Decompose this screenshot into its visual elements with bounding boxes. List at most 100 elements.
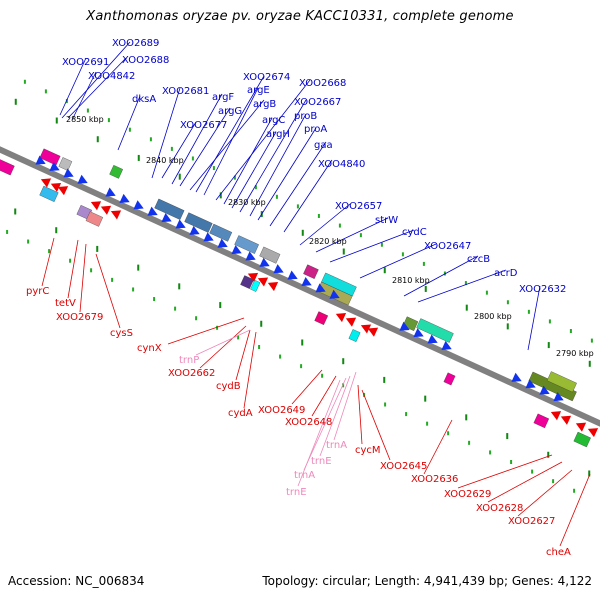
label-leader (315, 217, 389, 253)
tick-dot (237, 335, 240, 340)
tick-dot (321, 373, 324, 378)
label-leader (189, 99, 265, 191)
forward-arrow (413, 328, 424, 338)
reverse-arrow (587, 428, 599, 438)
label-leader (311, 375, 337, 417)
gene-feature (250, 279, 261, 292)
tick-dot (359, 233, 362, 238)
label-leader (423, 419, 453, 475)
gene-label: acrD (494, 268, 518, 279)
reverse-arrow (360, 324, 372, 334)
label-leader (41, 237, 55, 287)
tick-dot (233, 175, 236, 180)
gene-label: XOO4840 (318, 159, 365, 170)
tick-label: 2850 kbp (66, 115, 104, 124)
major-tick (424, 285, 427, 292)
major-tick (96, 136, 99, 143)
gene-feature (0, 157, 15, 176)
major-tick (55, 117, 58, 124)
label-leader (457, 454, 553, 489)
gene-feature (546, 371, 577, 393)
gene-label: XOO2636 (411, 474, 458, 485)
major-tick (14, 208, 17, 215)
major-tick (137, 154, 140, 161)
tick-dot (107, 118, 110, 123)
tick-dot (170, 146, 173, 151)
tick-dot (531, 469, 534, 474)
tick-dot (384, 402, 387, 407)
major-tick (547, 451, 550, 458)
gene-label: cysS (110, 328, 133, 339)
reverse-arrow (100, 205, 112, 215)
label-leader (487, 461, 563, 503)
major-tick (219, 302, 222, 309)
major-tick (96, 245, 99, 252)
gene-label: argG (218, 106, 242, 117)
gene-label: XOO2667 (294, 97, 341, 108)
forward-arrow (273, 264, 284, 274)
forward-arrow (105, 187, 116, 197)
label-leader (151, 87, 181, 179)
tick-dot (212, 166, 215, 171)
label-leader (527, 285, 541, 351)
tick-dot (149, 137, 152, 142)
gene-label: cycM (355, 445, 381, 456)
tick-label: 2790 kbp (556, 349, 594, 358)
tick-dot (174, 306, 177, 311)
forward-arrow (525, 379, 536, 389)
gene-label: argF (212, 92, 234, 103)
forward-arrow (245, 251, 256, 261)
topology-text: Topology: circular; Length: 4,941,439 bp… (262, 574, 592, 588)
label-leader (61, 41, 131, 119)
reverse-arrow (110, 210, 122, 220)
gene-feature (303, 264, 319, 279)
tick-dot (153, 297, 156, 302)
tick-dot (548, 319, 551, 324)
major-tick (506, 433, 509, 440)
gene-label: czcB (467, 254, 490, 265)
tick-dot (296, 204, 299, 209)
label-leader (231, 131, 277, 209)
tick-dot (90, 268, 93, 273)
reverse-arrow (257, 277, 269, 287)
major-tick (342, 358, 345, 365)
reverse-arrow (550, 411, 562, 421)
label-leader (303, 377, 347, 471)
tick-dot (275, 194, 278, 199)
major-tick (55, 227, 58, 234)
gene-label: XOO2689 (112, 38, 159, 49)
forward-arrow (217, 238, 228, 248)
major-tick (547, 342, 550, 349)
gene-label: XOO2679 (56, 312, 103, 323)
forward-arrow (259, 257, 270, 267)
gene-label: XOO2681 (162, 86, 209, 97)
forward-arrow (147, 206, 158, 216)
gene-label: proB (294, 111, 317, 122)
tick-dot (111, 277, 114, 282)
label-leader (269, 141, 327, 227)
tick-dot (485, 290, 488, 295)
label-leader (319, 375, 351, 457)
label-leader (203, 87, 259, 196)
label-leader (257, 127, 317, 221)
forward-arrow (539, 385, 550, 395)
forward-arrow (203, 232, 214, 242)
forward-arrow (189, 225, 200, 235)
label-leader (235, 329, 251, 381)
gene-label: XOO2649 (258, 405, 305, 416)
gene-label: XOO2677 (180, 120, 227, 131)
label-leader (403, 255, 479, 297)
tick-dot (527, 309, 530, 314)
tick-dot (338, 223, 341, 228)
label-leader (297, 379, 341, 487)
tick-dot (254, 185, 257, 190)
forward-arrow (287, 270, 298, 280)
gene-label: pyrC (26, 286, 49, 297)
major-tick (588, 470, 591, 477)
label-leader (559, 473, 591, 547)
tick-dot (23, 79, 26, 84)
reverse-arrow (90, 201, 102, 211)
reverse-arrow (575, 422, 587, 432)
forward-arrow (553, 391, 564, 402)
gene-label: cydB (216, 381, 241, 392)
